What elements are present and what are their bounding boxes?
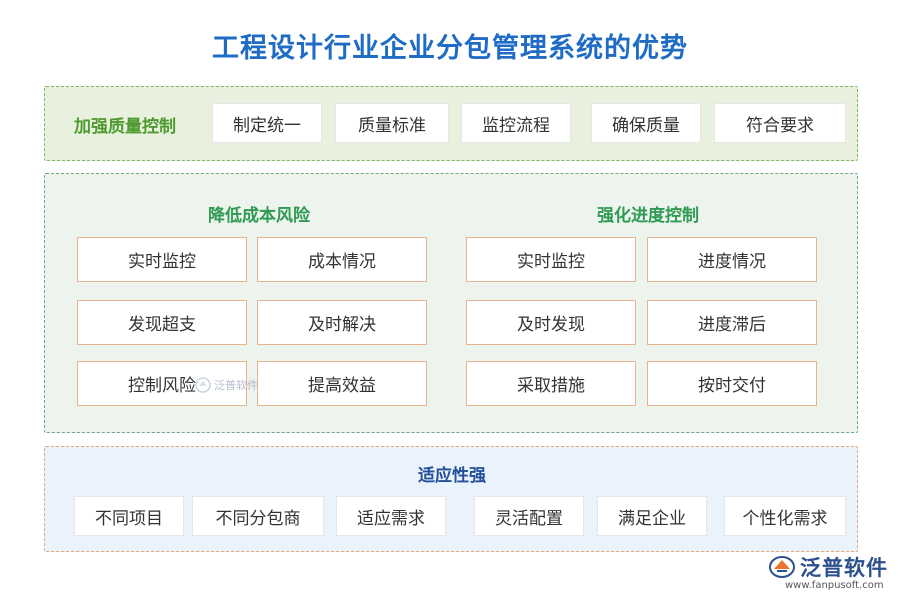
progress-item: 采取措施 <box>466 361 636 406</box>
watermark: 泛普软件 <box>195 377 258 393</box>
cost-item: 实时监控 <box>77 237 247 282</box>
adapt-item: 满足企业 <box>598 497 706 535</box>
adapt-label: 适应性强 <box>418 466 486 486</box>
quality-item: 监控流程 <box>462 104 570 142</box>
cost-label: 降低成本风险 <box>208 206 310 226</box>
progress-item: 按时交付 <box>647 361 817 406</box>
brand-name: 泛普软件 <box>800 556 888 580</box>
cost-item: 提高效益 <box>257 361 427 406</box>
quality-label: 加强质量控制 <box>74 117 176 137</box>
watermark-text: 泛普软件 <box>214 379 258 392</box>
cost-item: 成本情况 <box>257 237 427 282</box>
quality-item: 质量标准 <box>336 104 448 142</box>
progress-item: 进度滞后 <box>647 300 817 345</box>
diagram-title: 工程设计行业企业分包管理系统的优势 <box>212 33 688 64</box>
adapt-item: 不同分包商 <box>193 497 323 535</box>
adapt-item: 个性化需求 <box>725 497 845 535</box>
cost-item: 控制风险 <box>77 361 247 406</box>
adapt-item: 灵活配置 <box>475 497 583 535</box>
watermark-logo-icon <box>195 377 211 393</box>
progress-item: 进度情况 <box>647 237 817 282</box>
brand-logo-icon <box>769 556 795 578</box>
brand-logo: 泛普软件 <box>768 552 888 582</box>
progress-label: 强化进度控制 <box>597 206 699 226</box>
brand-url: www.fanpusoft.com <box>785 580 884 591</box>
progress-item: 及时发现 <box>466 300 636 345</box>
quality-item: 确保质量 <box>592 104 700 142</box>
adapt-item: 适应需求 <box>337 497 445 535</box>
adapt-item: 不同项目 <box>75 497 183 535</box>
quality-item: 符合要求 <box>715 104 845 142</box>
cost-item: 发现超支 <box>77 300 247 345</box>
quality-item: 制定统一 <box>213 104 321 142</box>
cost-item: 及时解决 <box>257 300 427 345</box>
progress-item: 实时监控 <box>466 237 636 282</box>
